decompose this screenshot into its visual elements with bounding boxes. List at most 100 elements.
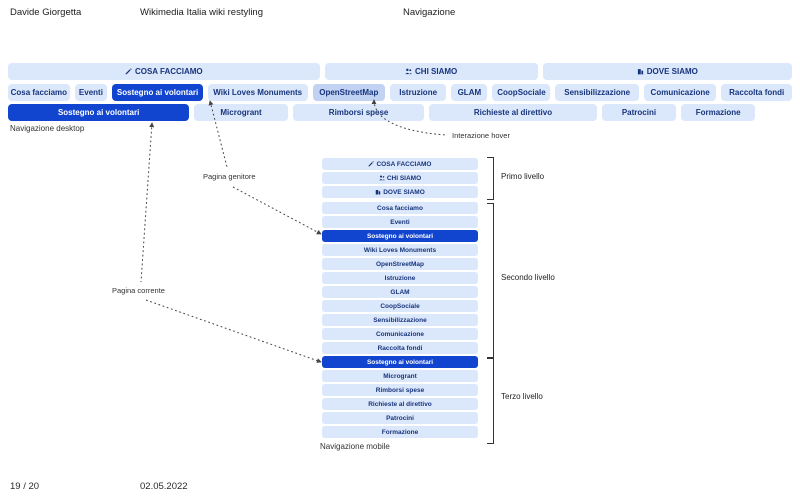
nav-item-label: Patrocini [386, 414, 414, 422]
mobile-nav-item-sostegno-ai-volontari[interactable]: Sostegno ai volontari [322, 230, 478, 242]
mobile-nav-item-glam[interactable]: GLAM [322, 286, 478, 298]
mobile-nav-level1: COSA FACCIAMO CHI SIAMO DOVE SIAMO [322, 158, 478, 198]
pencil-icon [368, 161, 375, 167]
nav-item-label: CHI SIAMO [415, 67, 458, 76]
current-line-bottom [145, 299, 322, 363]
parent-line-bottom [232, 186, 322, 235]
nav-item-raccolta-fondi[interactable]: Raccolta fondi [721, 84, 793, 101]
slide-date: 02.05.2022 [140, 481, 188, 492]
slide-section: Navigazione [403, 7, 456, 18]
nav-item-sostegno-ai-volontari[interactable]: Sostegno ai volontari [112, 84, 203, 101]
level-label-primo: Primo livello [501, 172, 545, 181]
nav-item-coopsociale[interactable]: CoopSociale [492, 84, 551, 101]
mobile-nav-item-sostegno-ai-volontari[interactable]: Sostegno ai volontari [322, 356, 478, 368]
nav-item-comunicazione[interactable]: Comunicazione [643, 84, 717, 101]
nav-item-label: Sostegno ai volontari [366, 232, 434, 240]
nav-item-label: CoopSociale [497, 88, 546, 97]
level-label-secondo: Secondo livello [501, 273, 555, 282]
mobile-nav-item-cosa-facciamo[interactable]: Cosa facciamo [322, 202, 478, 214]
slide-title: Wikimedia Italia wiki restyling [140, 7, 264, 18]
nav-item-label: COSA FACCIAMO [134, 67, 203, 76]
nav-item-label: Istruzione [384, 274, 416, 282]
nav-item-label: Wiki Loves Monuments [363, 246, 437, 254]
nav-item-dove-siamo[interactable]: DOVE SIAMO [542, 63, 792, 80]
parent-annotation: Pagina genitore [203, 172, 256, 181]
mobile-nav-item-richieste-al-direttivo[interactable]: Richieste al direttivo [322, 398, 478, 410]
desktop-nav-level3: Sostegno ai volontari Microgrant Rimborsi … [8, 104, 755, 121]
desktop-navigation: COSA FACCIAMO CHI SIAMO DOVE SIAMO Cosa fa… [8, 63, 793, 125]
nav-item-label: Richieste al direttivo [473, 108, 553, 117]
nav-item-label: Istruzione [399, 88, 438, 97]
nav-item-patrocini[interactable]: Patrocini [601, 104, 677, 121]
desktop-nav-level1: COSA FACCIAMO CHI SIAMO DOVE SIAMO [8, 63, 792, 80]
nav-item-eventi[interactable]: Eventi [74, 84, 108, 101]
nav-item-label: OpenStreetMap [375, 260, 425, 268]
nav-item-label: Wiki Loves Monuments [213, 88, 303, 97]
building-icon [375, 189, 381, 195]
nav-item-label: Cosa facciamo [377, 204, 423, 212]
desktop-nav-caption: Navigazione desktop [10, 124, 85, 133]
nav-item-label: GLAM [390, 288, 410, 296]
nav-item-sostegno-ai-volontari[interactable]: Sostegno ai volontari [8, 104, 190, 121]
nav-item-cosa-facciamo[interactable]: Cosa facciamo [8, 84, 70, 101]
nav-item-label: Rimborsi spese [328, 108, 389, 117]
nav-item-chi-siamo[interactable]: CHI SIAMO [324, 63, 538, 80]
mobile-nav-item-wiki-loves-monuments[interactable]: Wiki Loves Monuments [322, 244, 478, 256]
level-label-terzo: Terzo livello [501, 392, 543, 401]
nav-item-label: Patrocini [621, 108, 657, 117]
people-icon [405, 68, 412, 75]
nav-item-label: Sostegno ai volontari [366, 358, 434, 366]
nav-item-label: Microgrant [383, 372, 417, 380]
mobile-navigation: COSA FACCIAMO CHI SIAMO DOVE SIAMO Cosa fa… [322, 158, 478, 442]
nav-item-microgrant[interactable]: Microgrant [194, 104, 288, 121]
mobile-nav-item-istruzione[interactable]: Istruzione [322, 272, 478, 284]
nav-item-richieste-al-direttivo[interactable]: Richieste al direttivo [429, 104, 597, 121]
mobile-nav-item-patrocini[interactable]: Patrocini [322, 412, 478, 424]
mobile-nav-item-coopsociale[interactable]: CoopSociale [322, 300, 478, 312]
nav-item-label: Cosa facciamo [10, 88, 68, 97]
mobile-nav-item-eventi[interactable]: Eventi [322, 216, 478, 228]
page-number: 19 / 20 [10, 481, 40, 492]
mobile-nav-item-chi-siamo[interactable]: CHI SIAMO [322, 172, 478, 184]
current-annotation: Pagina corrente [112, 286, 165, 295]
nav-item-openstreetmap[interactable]: OpenStreetMap [312, 84, 386, 101]
mobile-nav-item-microgrant[interactable]: Microgrant [322, 370, 478, 382]
nav-item-label: CoopSociale [380, 302, 420, 310]
nav-item-formazione[interactable]: Formazione [681, 104, 755, 121]
nav-item-cosa-facciamo[interactable]: COSA FACCIAMO [8, 63, 320, 80]
level-bracket-3 [487, 358, 494, 444]
nav-item-glam[interactable]: GLAM [451, 84, 488, 101]
nav-item-istruzione[interactable]: Istruzione [390, 84, 447, 101]
nav-item-label: Rimborsi spese [375, 386, 425, 394]
pencil-icon [125, 68, 132, 75]
mobile-nav-item-cosa-facciamo[interactable]: COSA FACCIAMO [322, 158, 478, 170]
nav-item-sensibilizzazione[interactable]: Sensibilizzazione [555, 84, 639, 101]
slide-author: Davide Giorgetta [10, 7, 82, 18]
nav-item-label: Sostegno ai volontari [116, 88, 199, 97]
nav-item-rimborsi-spese[interactable]: Rimborsi spese [292, 104, 425, 121]
nav-item-label: COSA FACCIAMO [376, 160, 432, 168]
hover-annotation: Interazione hover [452, 131, 510, 140]
mobile-nav-item-openstreetmap[interactable]: OpenStreetMap [322, 258, 478, 270]
mobile-nav-item-comunicazione[interactable]: Comunicazione [322, 328, 478, 340]
nav-item-wiki-loves-monuments[interactable]: Wiki Loves Monuments [207, 84, 308, 101]
mobile-nav-item-sensibilizzazione[interactable]: Sensibilizzazione [322, 314, 478, 326]
mobile-nav-item-dove-siamo[interactable]: DOVE SIAMO [322, 186, 478, 198]
nav-item-label: CHI SIAMO [386, 174, 422, 182]
mobile-nav-item-rimborsi-spese[interactable]: Rimborsi spese [322, 384, 478, 396]
building-icon [637, 68, 644, 75]
nav-item-label: Formazione [381, 428, 419, 436]
nav-item-label: DOVE SIAMO [383, 188, 425, 196]
nav-item-label: Formazione [695, 108, 741, 117]
level-bracket-1 [487, 157, 494, 200]
nav-item-label: Sostegno ai volontari [57, 108, 140, 117]
level-bracket-2 [487, 203, 494, 358]
nav-item-label: Eventi [390, 218, 410, 226]
mobile-nav-item-raccolta-fondi[interactable]: Raccolta fondi [322, 342, 478, 354]
nav-item-label: Raccolta fondi [729, 88, 785, 97]
mobile-nav-item-formazione[interactable]: Formazione [322, 426, 478, 438]
people-icon [379, 175, 385, 181]
nav-item-label: Sensibilizzazione [373, 316, 427, 324]
